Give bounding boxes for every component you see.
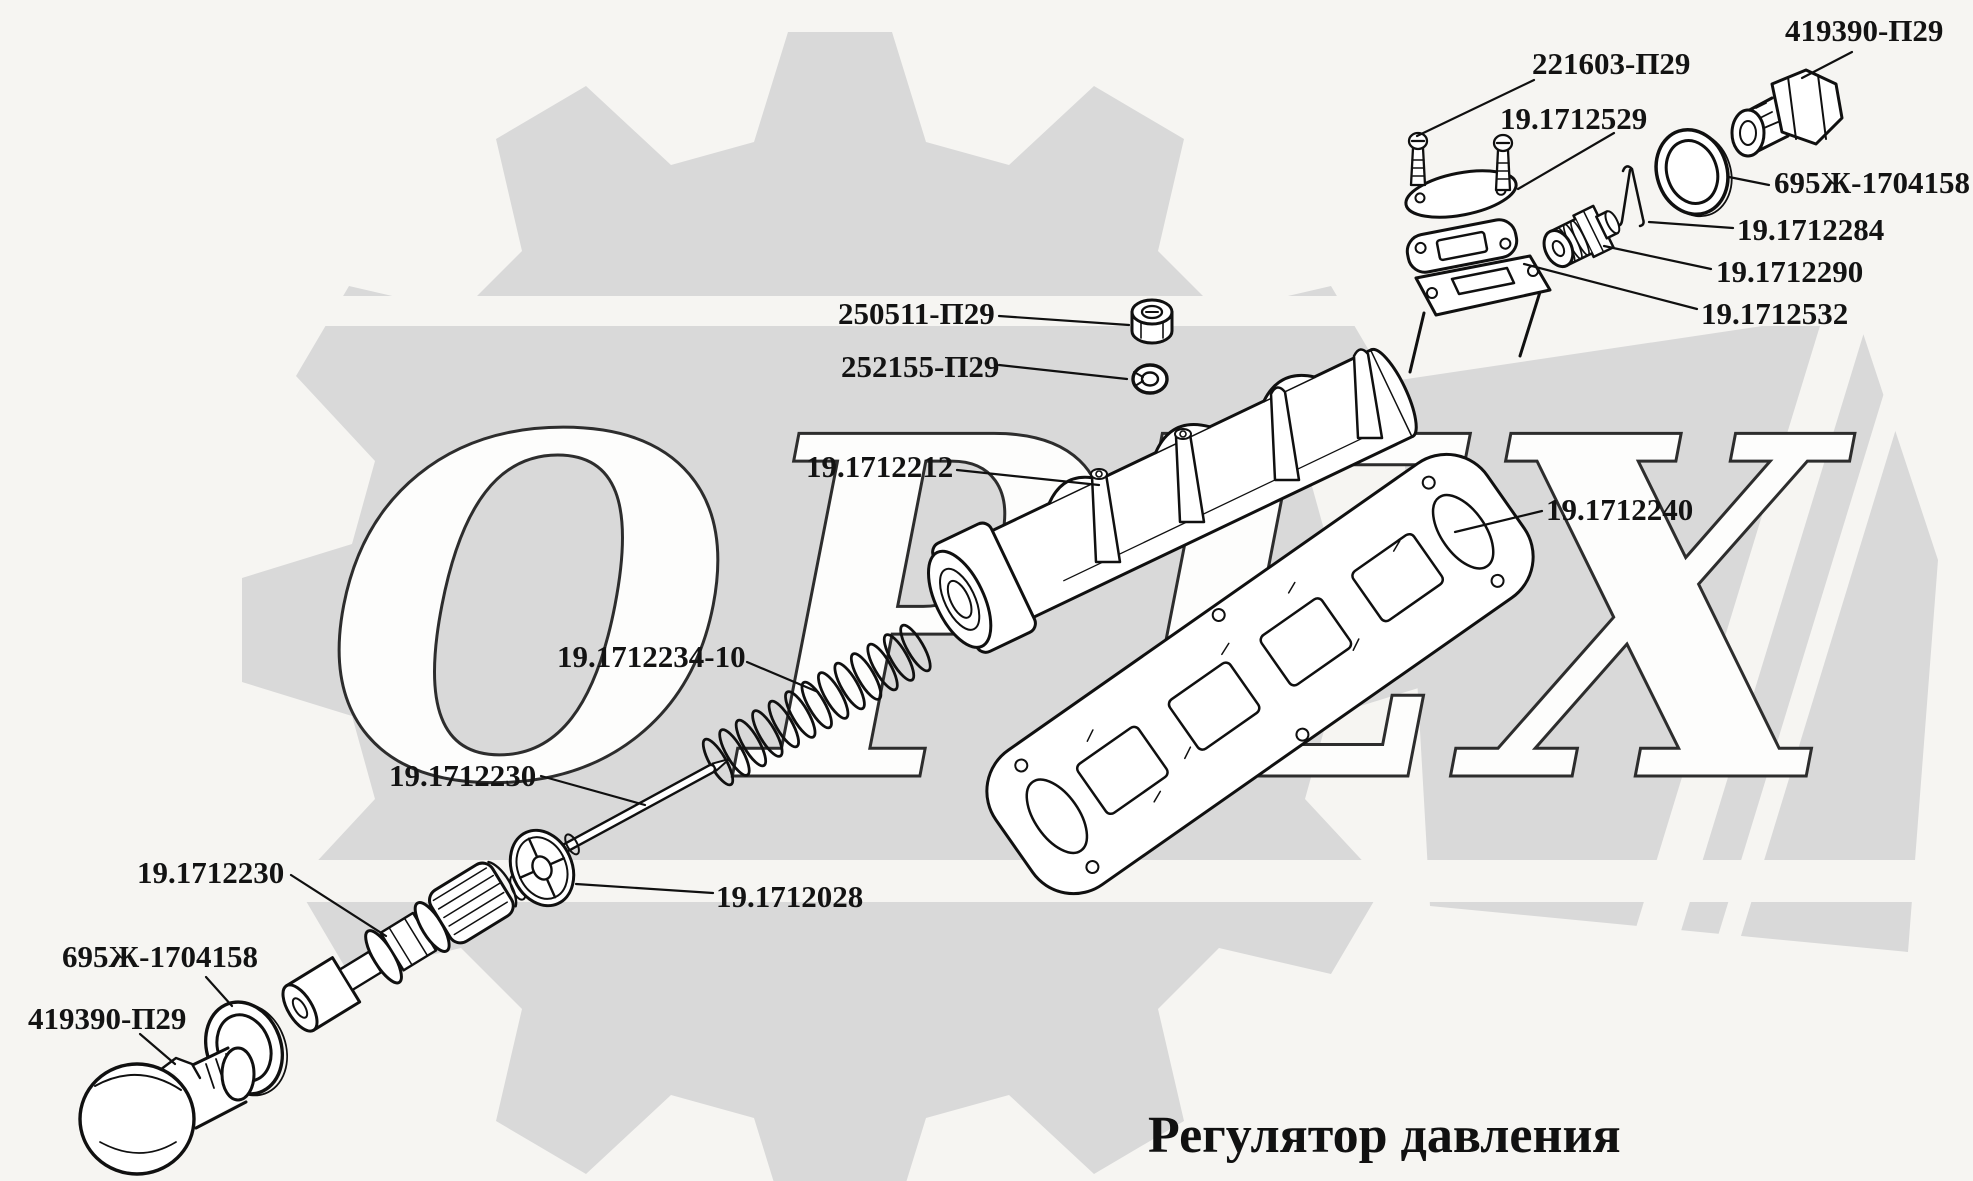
part-label-body: 19.1712212 [806,449,954,484]
retainer-disc-drawing [508,828,576,908]
piston-drawing [281,860,518,1033]
lock-washer-drawing [1131,363,1169,395]
spring-drawing [701,623,932,787]
part-label-cover: 19.1712529 [1500,101,1648,136]
watermark-band-top [0,296,1973,326]
watermark-band-bottom [0,860,1973,902]
sealing-ring-top-drawing [1654,127,1733,218]
part-label-spring: 19.1712234-10 [557,639,746,674]
part-label-pin: 19.1712284 [1737,212,1885,247]
bolts-drawing [1407,131,1514,192]
part-label-retainer-disc: 19.1712028 [716,879,864,914]
part-label-bolt: 221603-П29 [1532,46,1691,81]
port-drawing [1408,254,1552,374]
leader-lines [138,50,1854,1066]
plug-top-drawing [1730,68,1844,158]
large-gasket-drawing [985,452,1535,896]
plug-bottom-drawing [78,1046,256,1176]
fitting-drawing [1542,204,1621,269]
diagram-title: Регулятор давления [1148,1107,1621,1164]
part-label-sealing-ring-bottom: 695Ж-1704158 [62,939,258,974]
part-label-gasket-large: 19.1712240 [1546,492,1694,527]
studs-drawing [1090,348,1384,564]
part-label-lock-washer: 252155-П29 [841,349,1000,384]
part-label-piston: 19.1712230 [137,855,285,890]
part-label-plug-bottom: 419390-П29 [28,1001,187,1036]
watermark-stripe-wide [1620,269,1880,991]
pin-drawing [1613,165,1645,228]
nut-drawing [1130,298,1174,345]
part-label-sealing-ring-top: 695Ж-1704158 [1774,165,1970,200]
part-label-fitting: 19.1712290 [1716,254,1864,289]
part-label-rod: 19.1712230 [389,758,537,793]
part-label-plug-top: 419390-П29 [1785,13,1944,48]
part-label-gasket-port: 19.1712532 [1701,296,1849,331]
watermark-stripe-thin [1704,272,1942,988]
port-gasket-drawing [1405,218,1519,274]
part-label-nut: 250511-П29 [838,296,995,331]
